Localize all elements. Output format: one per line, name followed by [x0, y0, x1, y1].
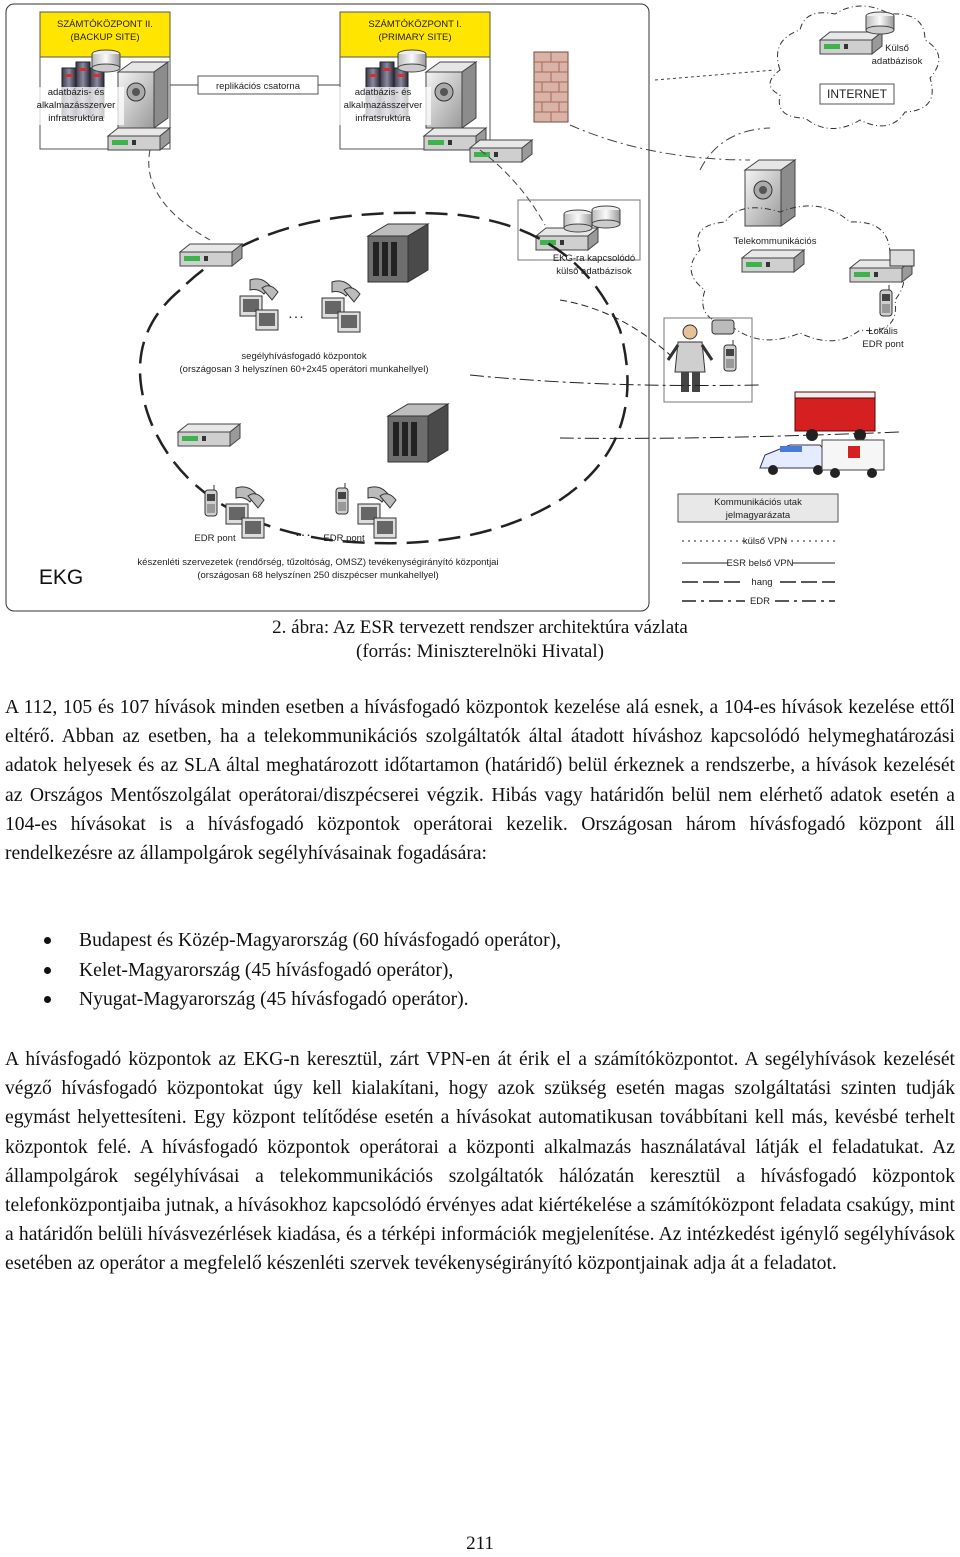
external-db-label-1: Külső: [885, 43, 909, 54]
list-item: Budapest és Közép-Magyarország (60 hívás…: [44, 926, 561, 956]
psap-ellipsis: . . .: [289, 310, 303, 321]
list-item: Nyugat-Magyarország (45 hívásfogadó oper…: [44, 985, 561, 1015]
emergency-vehicles-icon: [759, 391, 885, 478]
backup-switch: [107, 127, 171, 151]
dispatch-label-1: készenléti szervezetek (rendőrség, tűzol…: [137, 557, 498, 568]
legend-item-external-vpn: külső VPN: [682, 536, 835, 547]
edr-point-label-2: EDR pont: [323, 533, 365, 544]
psap-switch: [179, 243, 243, 267]
legend-label-external-vpn: külső VPN: [743, 536, 787, 547]
ekg-network-ellipse: [138, 211, 629, 545]
backup-server-label-3b: infratsruktúra: [48, 113, 104, 124]
legend-label-voice: hang: [751, 577, 772, 588]
dispatch-core-server: [387, 403, 449, 463]
caller-mobile-icon: [723, 339, 737, 372]
dispatch-workstation-1: [225, 486, 265, 539]
primary-edge-switch: [469, 139, 533, 163]
internet-cloud: [769, 5, 940, 129]
dispatch-switch: [177, 423, 241, 447]
ekg-label-box: [28, 558, 94, 594]
legend-item-internal-vpn: ESR belső VPN: [682, 558, 835, 569]
legend-title-2: jelmagyarázata: [725, 510, 791, 521]
backup-storage-disk: [91, 49, 121, 73]
primary-server-label-1: adatbázis- és: [355, 87, 412, 98]
edr-point-label-1: EDR pont: [194, 533, 236, 544]
legend-item-edr: EDR: [682, 596, 835, 607]
backup-site-title-2: (BACKUP SITE): [71, 32, 140, 43]
page-number: 211: [466, 1533, 494, 1554]
legend-label-edr: EDR: [750, 596, 770, 607]
primary-server-tower: [425, 61, 477, 129]
paragraph-1: A 112, 105 és 107 hívások minden esetben…: [5, 697, 955, 865]
backup-site-title-1: SZÁMTÓKÖZPONT II.: [57, 19, 153, 30]
backup-server-label-1b: adatbázis- és: [48, 87, 105, 98]
psap-core-server: [367, 223, 429, 283]
ekg-db-label-2: külső adatbázisok: [556, 266, 632, 277]
figure-caption-line-1: 2. ábra: Az ESR tervezett rendszer archi…: [272, 617, 688, 638]
external-db-label-2: adatbázisok: [872, 56, 923, 67]
dispatch-mobile-1: [204, 484, 218, 517]
caller-person-icon: [666, 324, 714, 392]
legend-item-voice: hang: [682, 577, 835, 588]
psap-workstation-2: [321, 280, 361, 333]
primary-site-box: [339, 11, 491, 58]
local-edr-label-2: EDR pont: [862, 339, 904, 350]
psap-workstation-1: [239, 278, 279, 331]
internet-box: [819, 83, 895, 105]
ekg-db-area: [517, 199, 641, 261]
figure-caption-line-2: (forrás: Miniszterelnöki Hivatal): [356, 641, 604, 662]
psap-label-1: segélyhívásfogadó központok: [241, 351, 366, 362]
mobile-phone-icon: [879, 284, 893, 317]
legend-label-internal-vpn: ESR belső VPN: [726, 558, 793, 569]
ekg-db-switch: [535, 227, 599, 251]
internet-label: INTERNET: [827, 87, 888, 101]
desk-phone-icon: [711, 319, 735, 335]
primary-site-title-2: (PRIMARY SITE): [378, 32, 451, 43]
local-edr-label-1: Lokális: [868, 326, 898, 337]
telecom-switch: [741, 249, 805, 273]
dispatch-label-2: (országosan 68 helyszínen 250 diszpécser…: [197, 570, 438, 581]
fax-icon: [889, 249, 915, 267]
bullet-list: Budapest és Közép-Magyarország (60 hívás…: [44, 926, 561, 1015]
dispatch-workstation-2: [357, 486, 397, 539]
backup-server-label-2b: alkalmazásszerver: [37, 100, 116, 111]
primary-storage-disk: [397, 49, 427, 73]
replication-channel-label: replikációs csatorna: [216, 81, 301, 92]
legend-title-box: [677, 493, 839, 523]
telecom-label: Telekommunikációs: [734, 236, 817, 247]
ekg-db-disk-2: [591, 205, 621, 229]
firewall-icon: [533, 51, 569, 123]
psap-label-box: [190, 348, 420, 376]
diagram-frame: [5, 3, 650, 612]
primary-site-title-1: SZÁMTÓKÖZPONT I.: [368, 19, 461, 30]
primary-server-label-3: infratsruktúra: [355, 113, 411, 124]
list-item: Kelet-Magyarország (45 hívásfogadó operá…: [44, 956, 561, 986]
ekg-db-disk: [563, 209, 593, 233]
architecture-diagram: SZÁMTÓKÖZPONT II. (BACKUP SITE) SZÁMTÓKÖ…: [5, 3, 940, 612]
paragraph-2: A hívásfogadó központok az EKG-n kereszt…: [5, 1049, 955, 1275]
caller-area: [663, 317, 753, 403]
dispatch-mobile-2: [335, 482, 349, 515]
external-db-disk: [865, 11, 895, 35]
primary-server-label-2: alkalmazásszerver: [344, 100, 423, 111]
external-db-switch: [819, 31, 883, 55]
dispatch-ellipsis: . . .: [296, 528, 310, 539]
ekg-db-label-1: EKG-ra kapcsolódó: [553, 253, 635, 264]
ekg-label: EKG: [39, 566, 83, 589]
telecom-server: [744, 159, 796, 227]
backup-server-tower: [117, 61, 169, 129]
legend-title-1: Kommunikációs utak: [714, 497, 802, 508]
psap-label-2: (országosan 3 helyszínen 60+2x45 operáto…: [180, 364, 429, 375]
